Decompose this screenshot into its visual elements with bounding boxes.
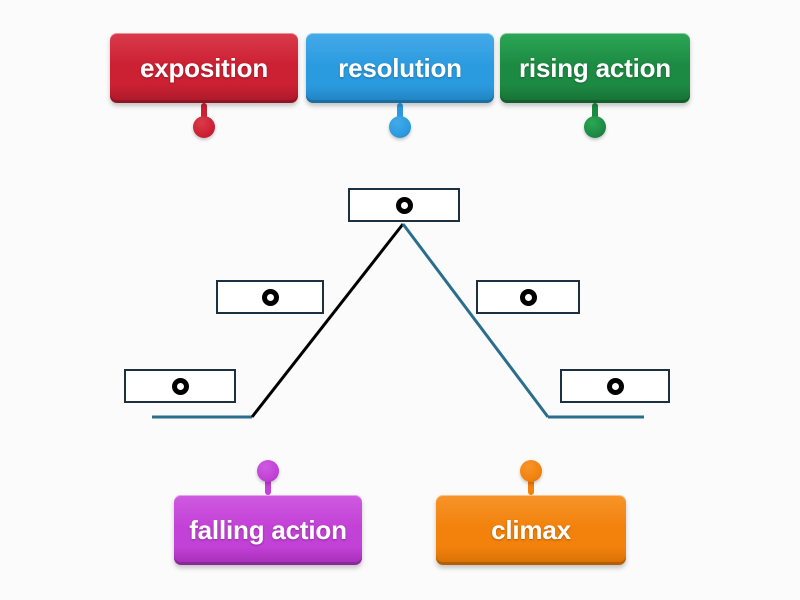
tile-connector-stem (397, 103, 403, 127)
drop-target-box[interactable] (348, 188, 460, 222)
ring-marker-icon (171, 377, 189, 395)
tile-connector-knob[interactable] (193, 116, 215, 138)
tile-connector-knob[interactable] (584, 116, 606, 138)
tile-rising-action[interactable]: rising action (500, 33, 690, 103)
tile-label: resolution (338, 53, 462, 83)
tile-climax[interactable]: climax (436, 495, 626, 565)
falling-action-line (401, 223, 550, 418)
drop-target-box[interactable] (216, 280, 324, 314)
drop-target-box[interactable] (476, 280, 580, 314)
ring-marker-icon (395, 196, 413, 214)
rising-action-line (250, 223, 405, 418)
tile-connector-stem (201, 103, 207, 127)
tile-connector-stem (528, 471, 534, 495)
tile-connector-knob[interactable] (520, 460, 542, 482)
tile-connector-knob[interactable] (257, 460, 279, 482)
drop-target-box[interactable] (560, 369, 670, 403)
drop-target-box[interactable] (124, 369, 236, 403)
tile-connector-knob[interactable] (389, 116, 411, 138)
ring-marker-icon (261, 288, 279, 306)
ring-marker-icon (606, 377, 624, 395)
tile-exposition[interactable]: exposition (110, 33, 298, 103)
tile-falling-action[interactable]: falling action (174, 495, 362, 565)
tile-label: falling action (189, 515, 347, 545)
tile-label: rising action (519, 53, 671, 83)
tile-label: climax (491, 515, 571, 545)
tile-connector-stem (265, 471, 271, 495)
ring-marker-icon (519, 288, 537, 306)
tile-resolution[interactable]: resolution (306, 33, 494, 103)
tile-label: exposition (139, 53, 268, 83)
tile-connector-stem (592, 103, 598, 127)
